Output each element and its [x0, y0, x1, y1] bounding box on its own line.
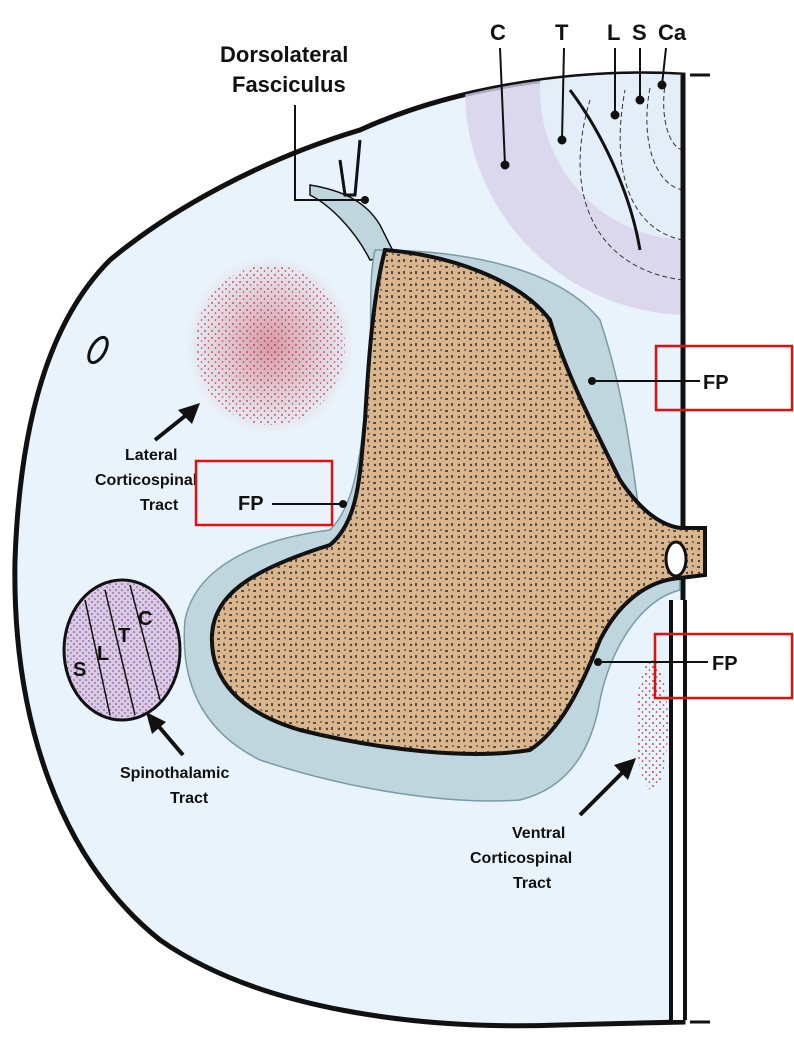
dorsal-label-c: C — [490, 20, 506, 45]
ventral-fissure — [669, 600, 687, 1020]
lcst-label-line2: Corticospinal — [95, 472, 197, 489]
right-edge — [690, 73, 710, 1024]
stt-label-s: S — [73, 659, 86, 681]
ventral-corticospinal-tract — [636, 660, 668, 790]
lateral-corticospinal-tract — [195, 265, 345, 425]
dorsal-intermediate-septum — [568, 89, 642, 251]
ventral-fissure-gap — [673, 600, 683, 1020]
gray-matter-texture — [211, 250, 705, 754]
dorsal-root-entry-notch — [338, 139, 362, 197]
dorsolateral-leader-dot — [361, 196, 369, 204]
lcst-label-line1: Lateral — [125, 447, 177, 464]
fp-leader-dot-1 — [588, 377, 596, 385]
lcst-arrow — [153, 403, 200, 442]
dorsolateral-leader — [294, 105, 362, 201]
stt-label-line1: Spinothalamic — [120, 765, 229, 782]
fp-leader-dot-2 — [339, 500, 347, 508]
spinothalamic-tract — [62, 578, 182, 722]
lcst-label-line3: Tract — [140, 497, 179, 514]
dorsal-label-s: S — [632, 20, 647, 45]
vcst-label-line2: Corticospinal — [470, 850, 572, 867]
stt-label-line2: Tract — [170, 790, 209, 807]
fp-label-2: FP — [238, 493, 264, 515]
fp-label-3: FP — [712, 653, 738, 675]
fp-highlight-box-3 — [653, 632, 794, 700]
stt-label-c: C — [138, 608, 152, 630]
stt-label-l: L — [97, 643, 109, 665]
dorsal-column-shading — [465, 73, 683, 315]
stt-label-t: T — [118, 625, 130, 647]
vcst-label-line1: Ventral — [512, 825, 565, 842]
stt-arrow — [146, 712, 185, 757]
dorsal-column-arcs — [579, 84, 684, 281]
dorsolateral-label-line2: Fasciculus — [232, 72, 346, 97]
dorsal-label-t: T — [555, 20, 569, 45]
vcst-label-line3: Tract — [513, 875, 552, 892]
fp-label-1: FP — [703, 372, 729, 394]
dorsal-label-l: L — [607, 20, 620, 45]
central-canal — [664, 540, 688, 578]
dorsal-label-leaders — [499, 47, 667, 170]
root-fragment — [87, 335, 109, 365]
fp-highlight-box-2 — [194, 459, 334, 527]
fp-highlight-box-1 — [654, 344, 794, 412]
dorsal-label-ca: Ca — [658, 20, 687, 45]
dorsolateral-label-line1: Dorsolateral — [220, 42, 348, 67]
spinothalamic-lamination — [84, 584, 161, 716]
fp-leader-dot-3 — [594, 658, 602, 666]
vcst-arrow — [578, 758, 636, 817]
